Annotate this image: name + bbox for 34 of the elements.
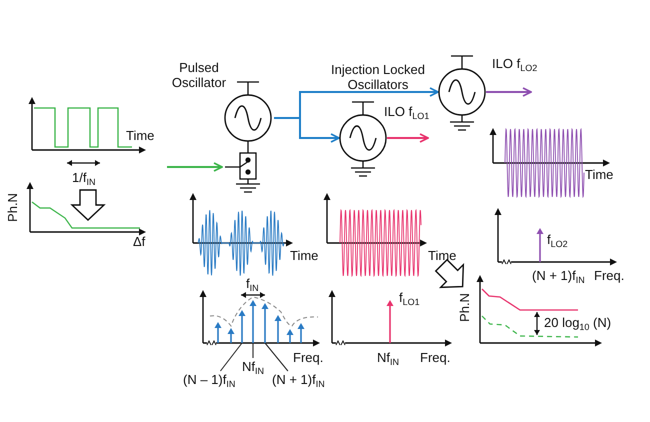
frequency-label: (N + 1)f$_{IN}$ [532,268,585,287]
axis-label: Time [126,128,154,143]
frequency-label: f$_{LO1}$ [399,290,420,309]
oscillator-label: ILO f$_{LO1}$ [384,104,430,123]
axis-label: Ph.N [456,293,472,322]
spectral-line [261,303,269,343]
axis-label: Time [428,248,456,263]
oscillator-label: ILO f$_{LO2}$ [492,56,538,75]
frequency-label: f$_{LO2}$ [547,232,568,251]
leader-line [220,342,242,372]
axis-label: Freq. [293,350,324,365]
axis-label: Freq. [420,350,450,365]
frequency-label: Nf$_{IN}$ [377,350,399,369]
dimension-label: 1/f$_{IN}$ [72,170,96,189]
arrow [387,133,429,143]
arrow [486,87,532,97]
frequency-label: (N + 1)f$_{IN}$ [272,372,325,392]
frequency-label: Nf$_{IN}$ [242,359,264,379]
axis-label: Time [290,248,318,263]
leader-line [252,342,254,358]
dimension-label: 20 log$_{10}$ (N) [544,315,612,334]
heading: Injection Locked Oscillators [330,62,426,92]
leader-line [264,342,288,372]
spectral-line [238,310,246,343]
arrow [167,162,223,172]
arrow [274,117,340,143]
frequency-label: (N – 1)f$_{IN}$ [183,372,236,392]
frequency-label: f$_{IN}$ [246,276,259,295]
spectral-line [249,300,257,343]
axis-label: Freq. [594,268,624,283]
axis-label: Δf [133,234,146,249]
axis-label: Ph.N [4,193,20,222]
axis-label: Time [585,167,614,182]
oscillator-label: Pulsed Oscillator [170,60,228,90]
